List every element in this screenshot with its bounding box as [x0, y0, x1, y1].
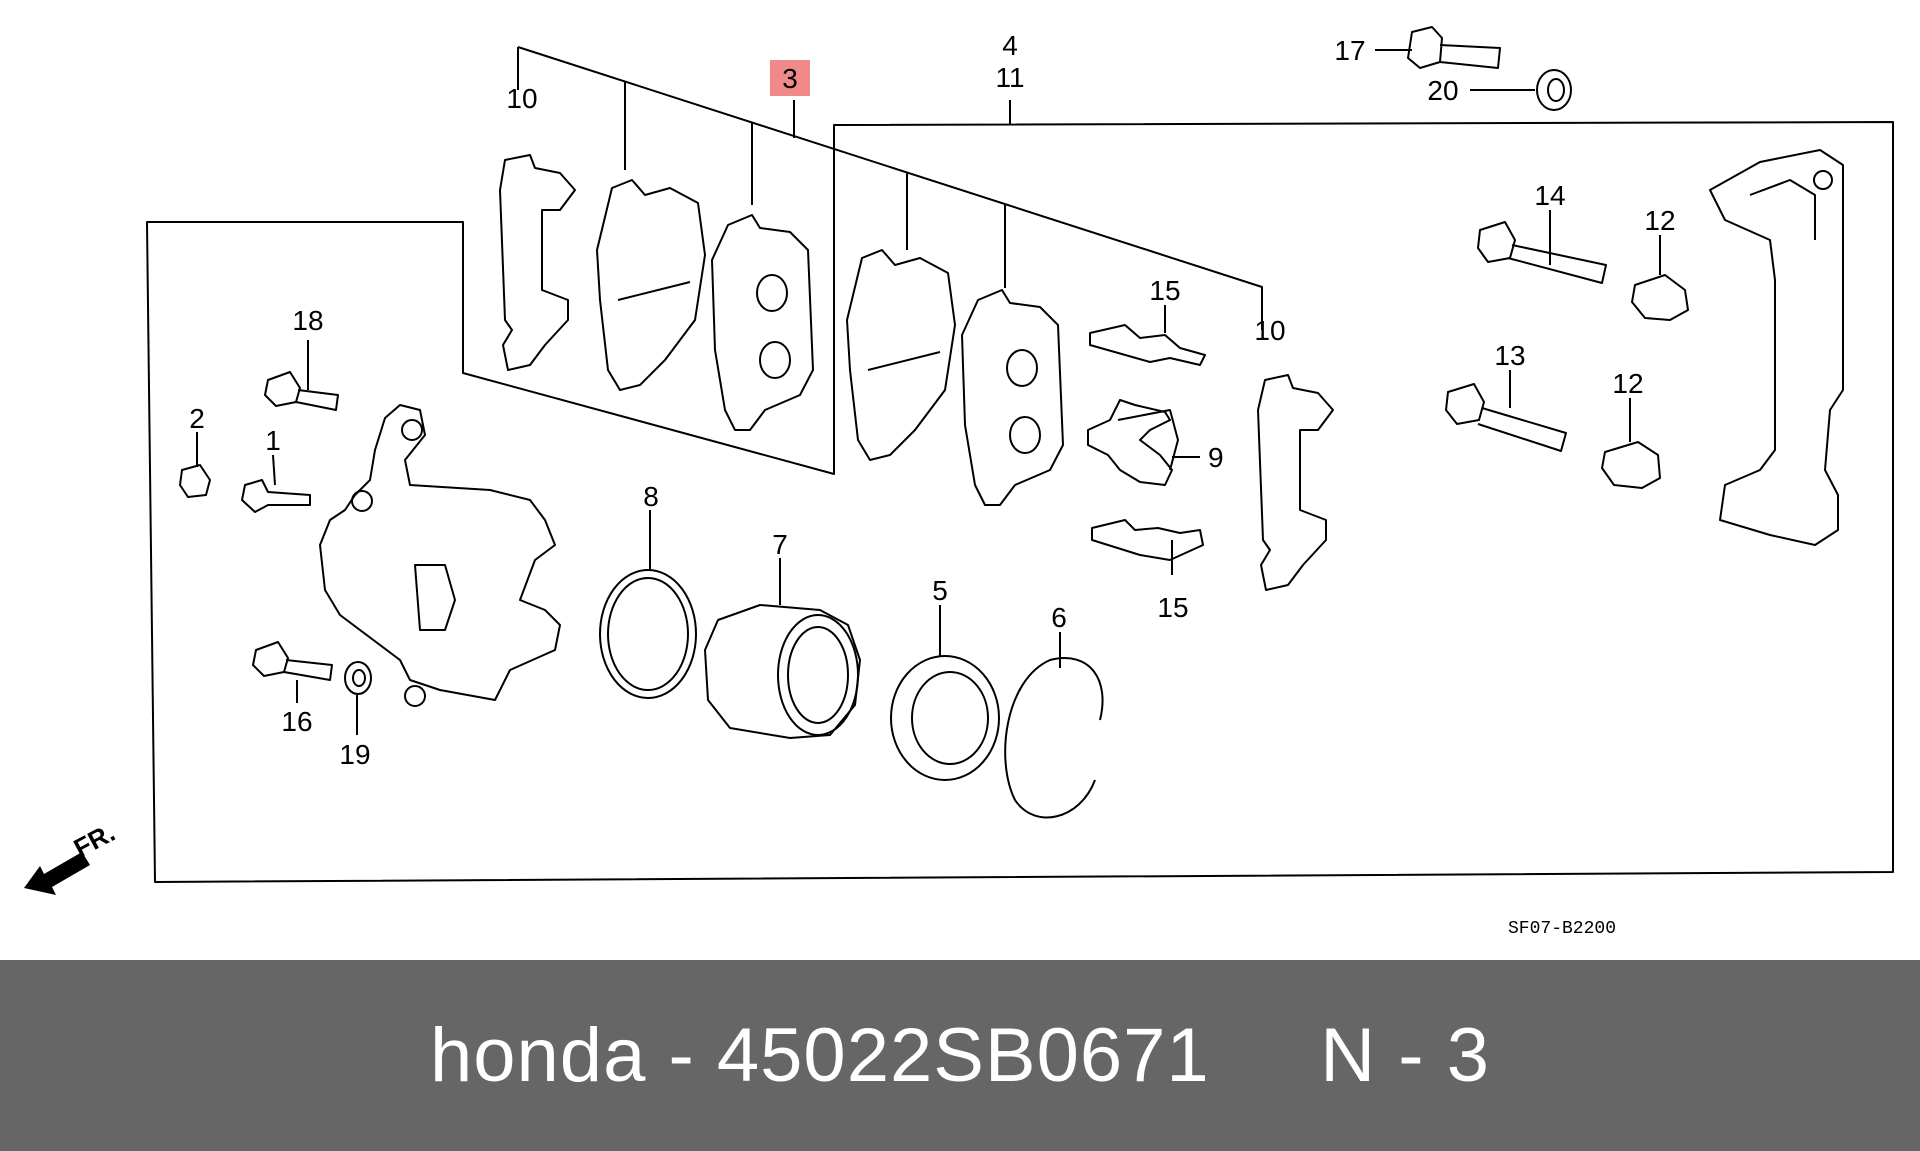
pad-backing-plate-a — [711, 214, 814, 431]
callout-15-lower[interactable]: 15 — [1157, 592, 1188, 623]
callout-13[interactable]: 13 — [1494, 340, 1525, 371]
brake-pad-b — [846, 249, 956, 461]
guide-pin-13 — [1445, 383, 1567, 452]
pad-shim-left — [499, 154, 576, 371]
guide-pin-14 — [1477, 221, 1607, 284]
caption-brand: honda — [430, 1013, 647, 1098]
callout-14[interactable]: 14 — [1534, 180, 1565, 211]
callout-8[interactable]: 8 — [643, 481, 659, 512]
callout-2[interactable]: 2 — [189, 403, 205, 434]
pad-retainer-clip-lower — [1091, 519, 1204, 561]
callout-19[interactable]: 19 — [339, 739, 370, 770]
pad-spring-clip — [1087, 399, 1173, 486]
pad-set-bracket — [517, 46, 1263, 330]
callout-6[interactable]: 6 — [1051, 602, 1067, 633]
caption-separator: - — [646, 1013, 717, 1098]
callout-9[interactable]: 9 — [1208, 442, 1224, 473]
brake-caliper-exploded-diagram: 3 4 11 17 20 10 10 14 12 12 13 15 15 9 1… — [24, 26, 1894, 939]
pad-backing-plate-b — [961, 289, 1064, 506]
drawing-code: SF07-B2200 — [1508, 919, 1616, 939]
callout-17[interactable]: 17 — [1334, 35, 1365, 66]
callout-3[interactable]: 3 — [782, 63, 798, 94]
callout-18[interactable]: 18 — [292, 305, 323, 336]
retaining-ring-6 — [1004, 657, 1104, 819]
brake-pad-a — [596, 179, 706, 391]
bolt-18 — [264, 371, 339, 411]
assembly-frame — [146, 121, 1894, 883]
callout-1[interactable]: 1 — [265, 425, 281, 456]
front-direction-arrow-icon: FR. — [24, 817, 120, 895]
callout-15-upper[interactable]: 15 — [1149, 275, 1180, 306]
pin-boot-12-upper — [1631, 274, 1689, 321]
callout-12-lower[interactable]: 12 — [1612, 368, 1643, 399]
bleeder-cap-2 — [179, 464, 211, 498]
callout-10-left[interactable]: 10 — [506, 83, 537, 114]
bolt-17 — [1407, 26, 1501, 69]
highlight-box — [770, 60, 810, 96]
part-caption-bar: honda - 45022SB0671 N - 3 — [0, 960, 1920, 1151]
callout-20[interactable]: 20 — [1427, 75, 1458, 106]
caption-ref-label: N — [1320, 1013, 1377, 1098]
bleeder-screw-1 — [241, 479, 311, 513]
pad-retainer-clip-upper — [1089, 324, 1206, 366]
callout-16[interactable]: 16 — [281, 706, 312, 737]
piston-seal-8 — [599, 569, 697, 699]
piston-7 — [704, 604, 861, 739]
callout-5[interactable]: 5 — [932, 575, 948, 606]
caption-separator-2: - — [1376, 1013, 1447, 1098]
washer-19 — [344, 661, 372, 695]
callout-12-upper[interactable]: 12 — [1644, 205, 1675, 236]
pin-boot-12-lower — [1601, 441, 1661, 489]
callout-4[interactable]: 4 — [1002, 30, 1018, 61]
callout-10-right[interactable]: 10 — [1254, 315, 1285, 346]
callout-11[interactable]: 11 — [995, 62, 1024, 93]
caption-part-number: 45022SB0671 — [716, 1013, 1210, 1098]
caliper-bracket — [1709, 149, 1844, 546]
caption-gap — [1210, 1012, 1321, 1099]
bolt-16 — [252, 641, 333, 681]
callout-7[interactable]: 7 — [772, 529, 788, 560]
washer-20 — [1536, 69, 1572, 111]
caliper-body — [319, 404, 561, 701]
piston-boot-5 — [890, 655, 1000, 781]
caption-ref-number: 3 — [1446, 1013, 1490, 1098]
pad-shim-right — [1257, 374, 1334, 591]
